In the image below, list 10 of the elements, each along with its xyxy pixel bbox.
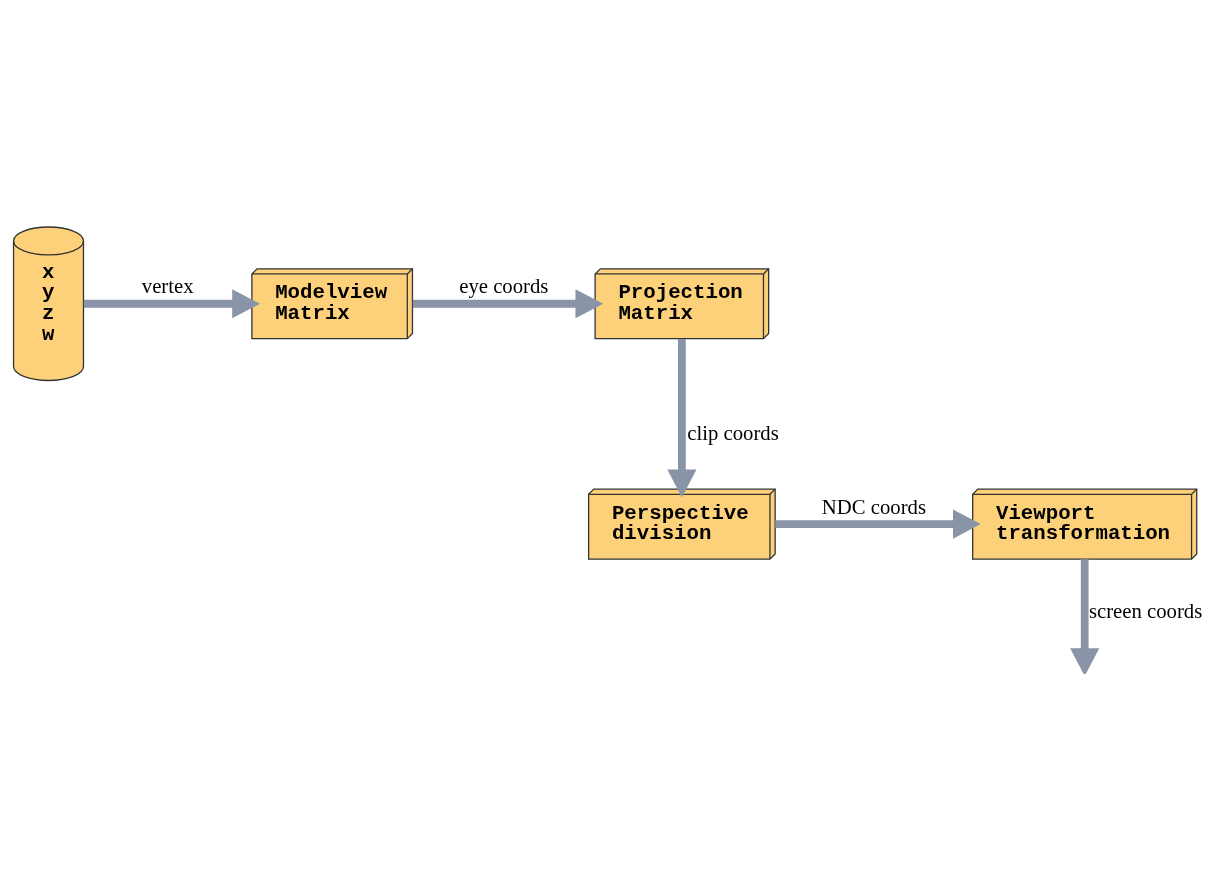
edge-label: NDC coords: [821, 494, 926, 517]
arrow: [667, 338, 697, 497]
edge-label: clip coords: [687, 421, 779, 444]
edge-label: eye coords: [459, 274, 549, 297]
arrow: [412, 288, 604, 318]
arrow: [83, 288, 260, 318]
edge-label: screen coords: [1088, 599, 1203, 622]
arrow: [1070, 558, 1100, 674]
arrow: [775, 509, 981, 539]
edge-label: vertex: [141, 274, 194, 297]
